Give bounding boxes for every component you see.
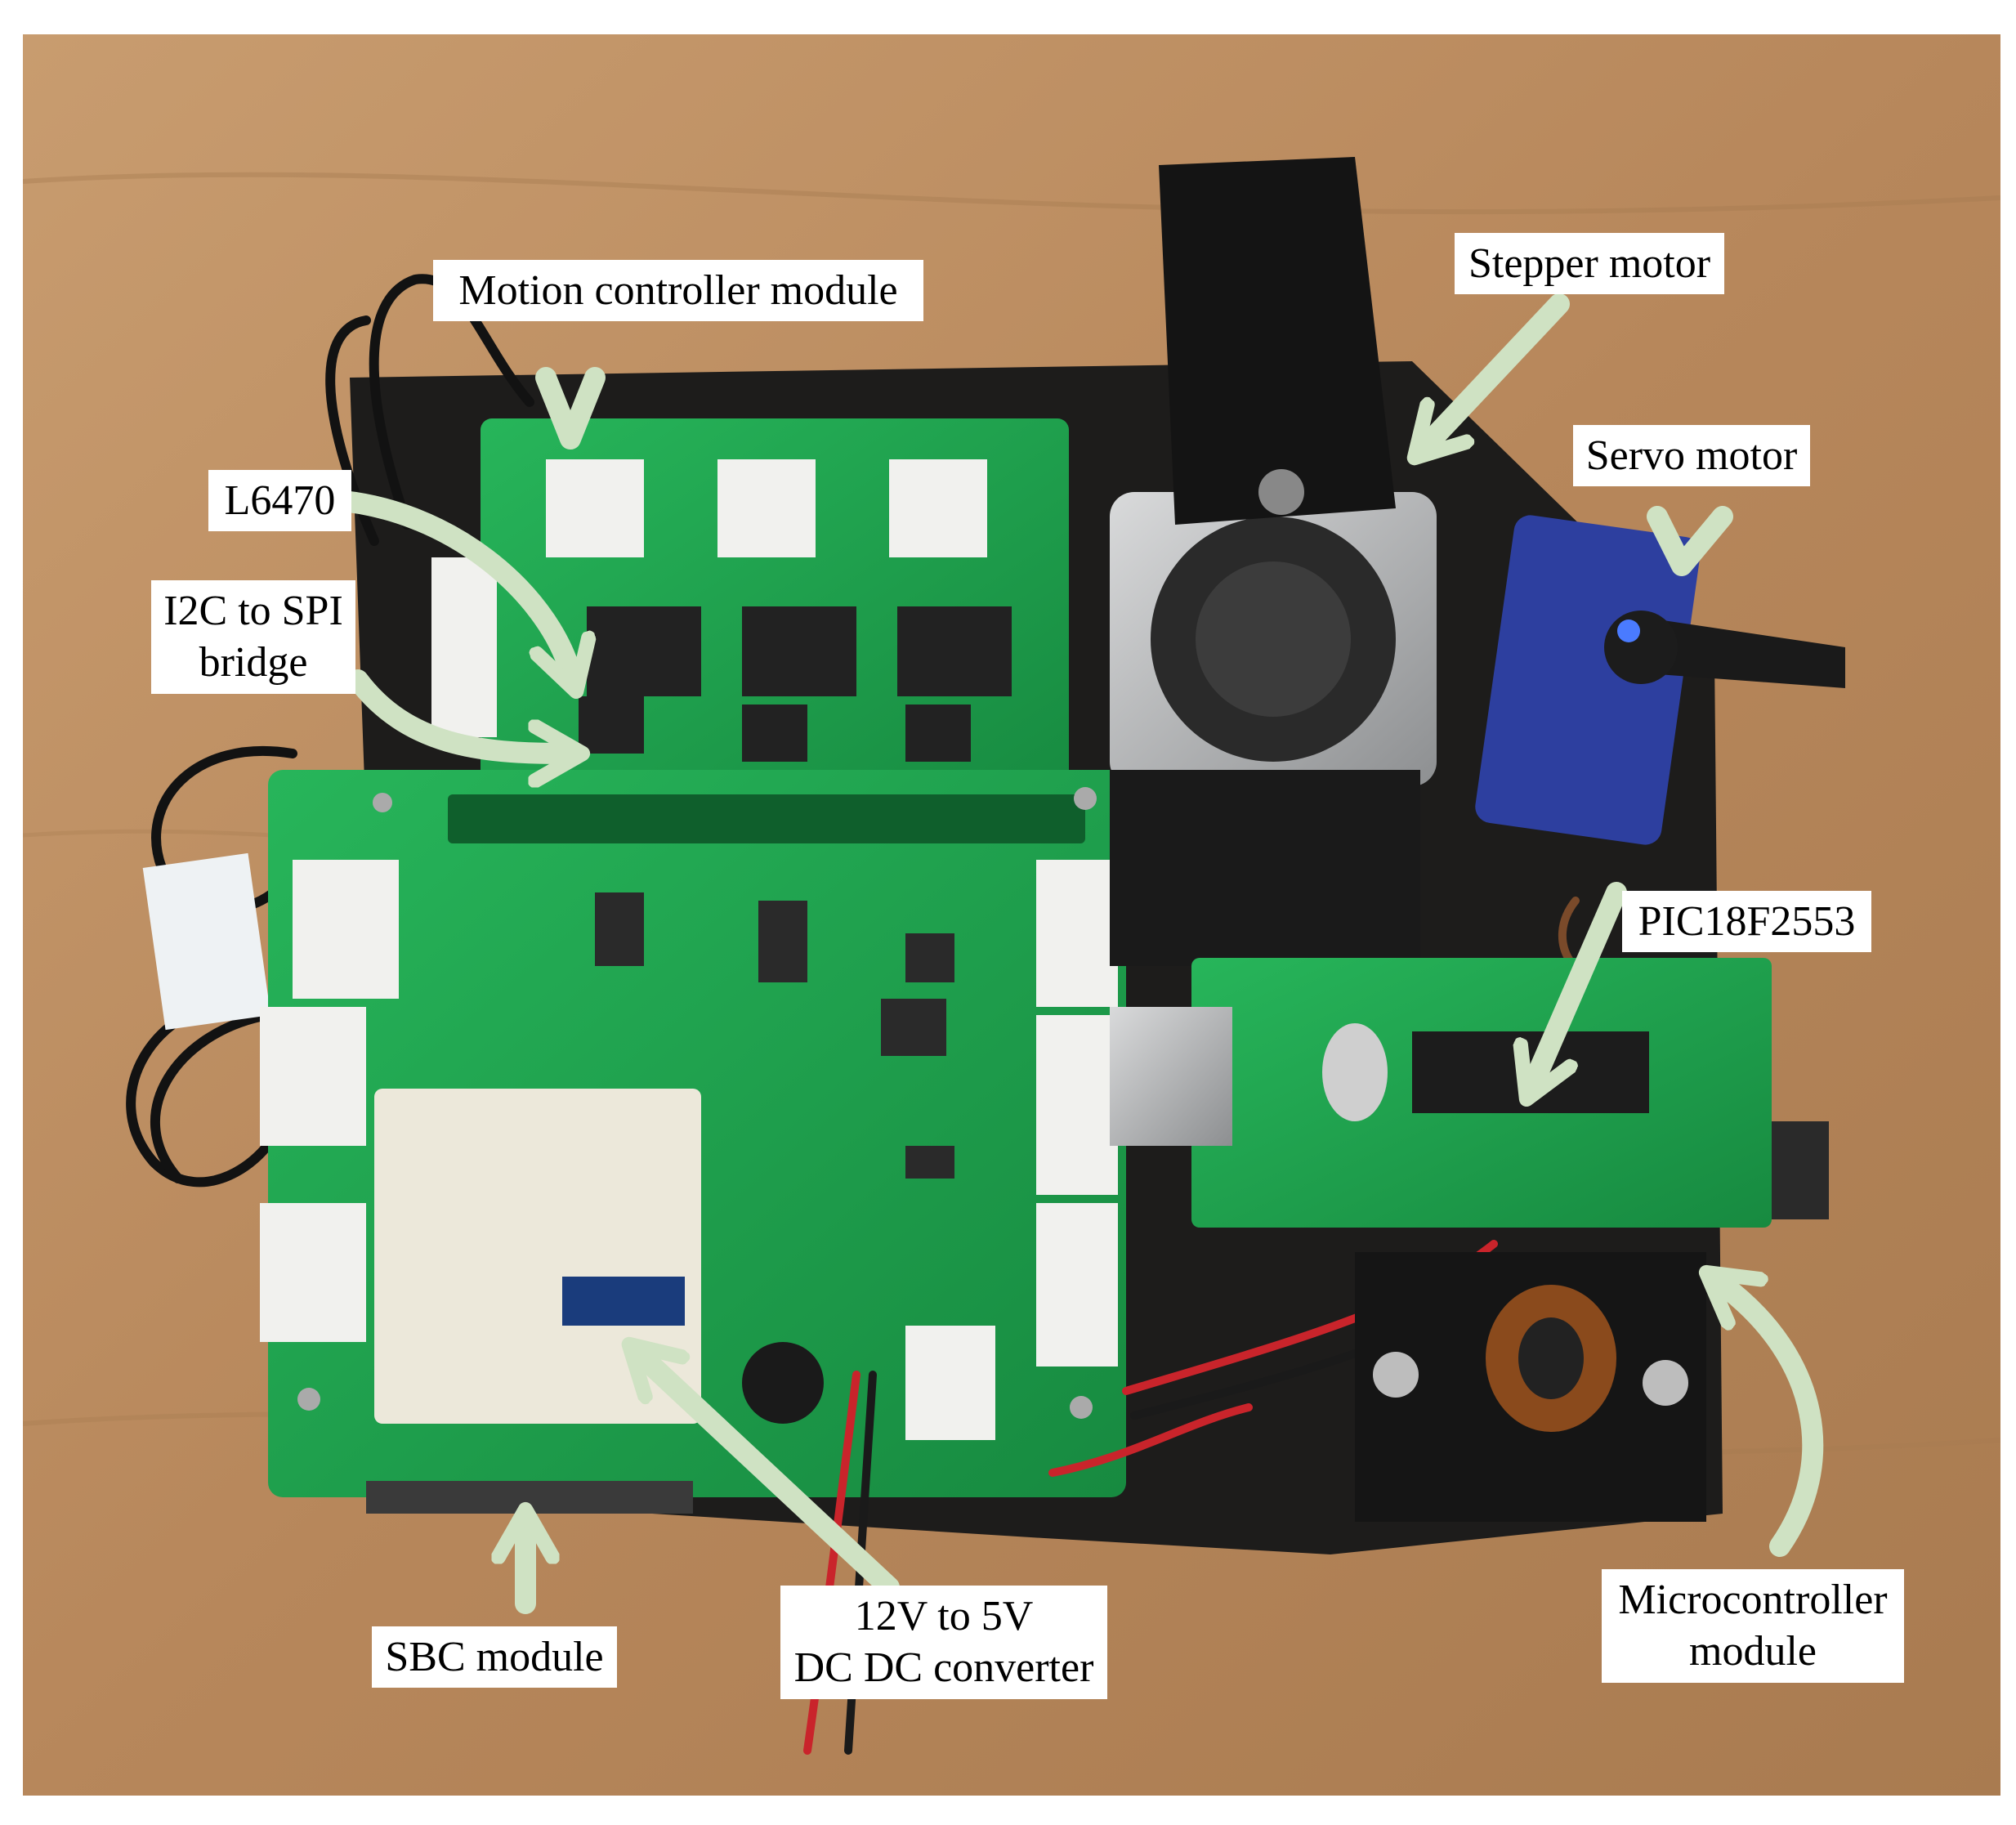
label-servo-motor: Servo motor: [1573, 425, 1810, 487]
arrow-microcontroller: [1723, 1285, 1824, 1557]
label-stepper-motor: Stepper motor: [1455, 233, 1724, 295]
arrow-stepper-motor: [1428, 293, 1570, 443]
label-motion-controller-module: Motion controller module: [433, 260, 923, 322]
arrow-dcdc: [644, 1358, 900, 1598]
dcdc-converter-block: [374, 1089, 701, 1424]
label-l6470: L6470: [208, 470, 351, 532]
sbc-edge: [366, 1481, 693, 1514]
arrow-l6470: [323, 490, 570, 672]
perfboard-inductor: [1355, 1252, 1706, 1522]
label-dcdc-converter: 12V to 5V DC DC converter: [780, 1586, 1107, 1699]
motion-controller-board: [431, 418, 1069, 811]
label-microcontroller-module: Microcontroller module: [1602, 1569, 1904, 1683]
label-i2c-spi-bridge: I2C to SPI bridge: [151, 580, 355, 694]
stepper-motor: [1110, 157, 1437, 966]
arrow-i2c-spi: [347, 669, 562, 754]
microcontroller-board: [1110, 958, 1829, 1228]
servo-motor: [1475, 515, 1845, 845]
arrow-pic: [1535, 882, 1627, 1080]
arrow-servo-motor: [1647, 506, 1733, 576]
annotation-arrows: [323, 293, 1824, 1614]
main-board: [260, 770, 1126, 1497]
label-pic18f2553: PIC18F2553: [1622, 891, 1871, 953]
label-sbc-module: SBC module: [372, 1626, 617, 1689]
arrow-motion-controller: [535, 367, 606, 450]
cable-tag: [142, 852, 271, 1031]
